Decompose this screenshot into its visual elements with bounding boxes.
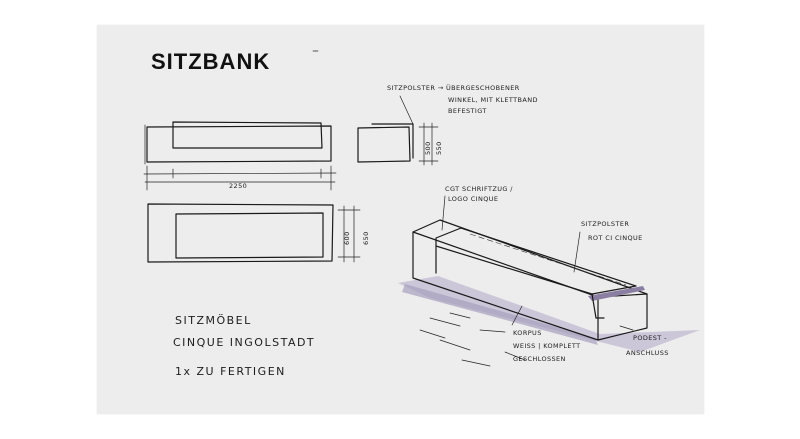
body-note-line3: GESCHLOSSEN [513, 355, 566, 363]
body-note-line2: WEISS | KOMPLETT [513, 342, 581, 350]
logo-note: CGT SCHRIFTZUG / LOGO CINQUE [441, 185, 513, 231]
length-dimension: 2250 [143, 165, 337, 191]
project-line2: CINQUE INGOLSTADT [173, 336, 315, 349]
cushion-note-line3: BEFESTIGT [448, 107, 487, 115]
podest-note: PODEST - ANSCHLUSS [619, 325, 669, 357]
color-note-line1: SITZPOLSTER [581, 220, 629, 228]
podest-note-line2: ANSCHLUSS [626, 349, 669, 357]
project-line3: 1x ZU FERTIGEN [175, 365, 286, 378]
project-line1: SITZMÖBEL [175, 314, 252, 327]
drawing-sheet [97, 25, 704, 414]
cushion-note-line1: SITZPOLSTER → ÜBERGESCHOBENER [387, 83, 520, 92]
depth-dimension: 600 650 [337, 205, 370, 263]
project-notes: SITZMÖBEL CINQUE INGOLSTADT 1x ZU FERTIG… [173, 314, 315, 378]
sketch-title: SITZBANK [151, 49, 270, 74]
length-label: 2250 [229, 182, 247, 190]
logo-note-line2: LOGO CINQUE [448, 195, 498, 203]
depth-inner-label: 600 [343, 231, 351, 245]
seat-height-inner-label: 500 [424, 141, 432, 155]
side-section: 500 550 [357, 122, 443, 166]
cushion-note: SITZPOLSTER → ÜBERGESCHOBENER WINKEL, MI… [387, 83, 538, 125]
logo-note-line1: CGT SCHRIFTZUG / [445, 185, 513, 193]
color-note: SITZPOLSTER ROT CI CINQUE [573, 220, 643, 273]
front-elevation [144, 121, 332, 165]
color-note-line2: ROT CI CINQUE [588, 234, 643, 242]
perspective-view [398, 219, 700, 367]
depth-outer-label: 650 [362, 231, 370, 245]
cushion-note-line2: WINKEL, MIT KLETTBAND [448, 96, 538, 104]
seat-height-outer-label: 550 [435, 141, 443, 155]
plan-view [147, 203, 334, 263]
podest-note-line1: PODEST - [633, 334, 667, 342]
body-note-line1: KORPUS [513, 329, 542, 337]
bench-shadow [398, 276, 700, 352]
body-note: KORPUS WEISS | KOMPLETT GESCHLOSSEN [511, 305, 581, 363]
